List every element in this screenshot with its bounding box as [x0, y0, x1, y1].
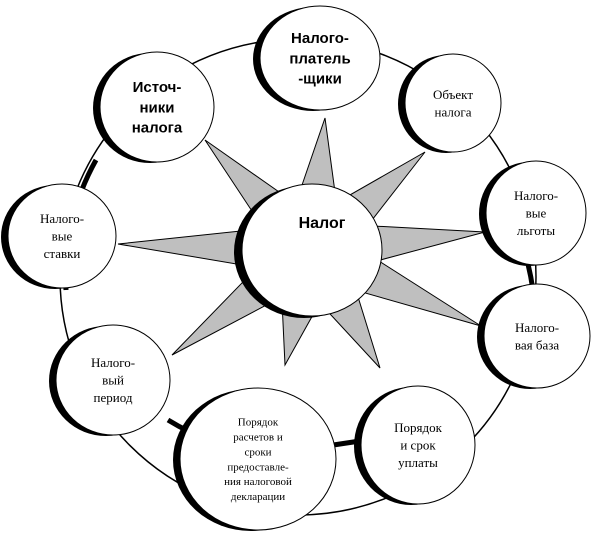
node-circle: [404, 53, 502, 153]
node-label-line: льготы: [517, 223, 555, 238]
node-label-line: вые: [526, 206, 547, 221]
node-label-line: Налого-: [291, 30, 349, 47]
node-object: Объект налога: [398, 53, 502, 153]
node-circle: [7, 183, 117, 289]
node-label-line: Источ-: [133, 79, 182, 96]
node-circle: [485, 160, 587, 266]
node-sources: Источ-ники налога: [93, 51, 215, 163]
node-label-line: ния налоговой: [224, 476, 292, 488]
node-period: Налого-вый период: [49, 324, 171, 436]
node-label-line: декларации: [231, 491, 285, 503]
center-label: Налог: [299, 215, 346, 232]
node-circle: [55, 324, 171, 436]
node-label-line: ники: [139, 99, 174, 116]
nodes-group: Налого-платель-щикиОбъектналогаНалого-вы…: [1, 5, 591, 531]
node-taxpayers: Налого-платель -щики: [253, 5, 381, 111]
node-circle: [259, 5, 381, 111]
node-label-line: Налого-: [515, 320, 559, 335]
node-label-line: Объект: [433, 87, 473, 102]
node-label-line: и срок: [400, 438, 436, 453]
node-label-line: вый: [102, 373, 124, 388]
node-circle: [99, 51, 215, 163]
node-label-line: уплаты: [398, 455, 438, 470]
node-payment: Порядок и срок уплаты: [354, 385, 476, 505]
node-label-line: налога: [435, 104, 472, 119]
node-label-line: налога: [132, 120, 183, 137]
center-circle: [241, 183, 383, 317]
node-label-line: расчетов и: [233, 432, 283, 444]
node-benefits: Налого-вые льготы: [479, 160, 587, 266]
node-label-line: ставки: [44, 246, 81, 261]
node-circle: [360, 385, 476, 505]
node-label-line: платель: [289, 50, 350, 67]
node-circle: [483, 283, 591, 389]
node-label-line: Налого-: [91, 355, 135, 370]
node-label-line: Порядок: [238, 417, 279, 429]
node-label-line: Налого-: [514, 188, 558, 203]
node-declaration: Порядок расчетов и сроки предоставле-ния на…: [173, 387, 337, 531]
node-label-line: Налого-: [40, 211, 84, 226]
node-label-line: сроки: [244, 446, 271, 458]
node-label-line: Порядок: [394, 420, 442, 435]
node-rates: Налого-вые ставки: [1, 183, 117, 289]
node-label-line: период: [94, 390, 133, 405]
node-label-line: предоставле-: [227, 461, 289, 473]
node-label-line: вые: [52, 229, 73, 244]
node-label-line: вая база: [515, 337, 559, 352]
node-base: Налого-вая база: [477, 283, 591, 389]
node-circle: [179, 387, 337, 531]
center-node: Налог: [234, 183, 383, 318]
node-label-line: -щики: [298, 71, 342, 88]
